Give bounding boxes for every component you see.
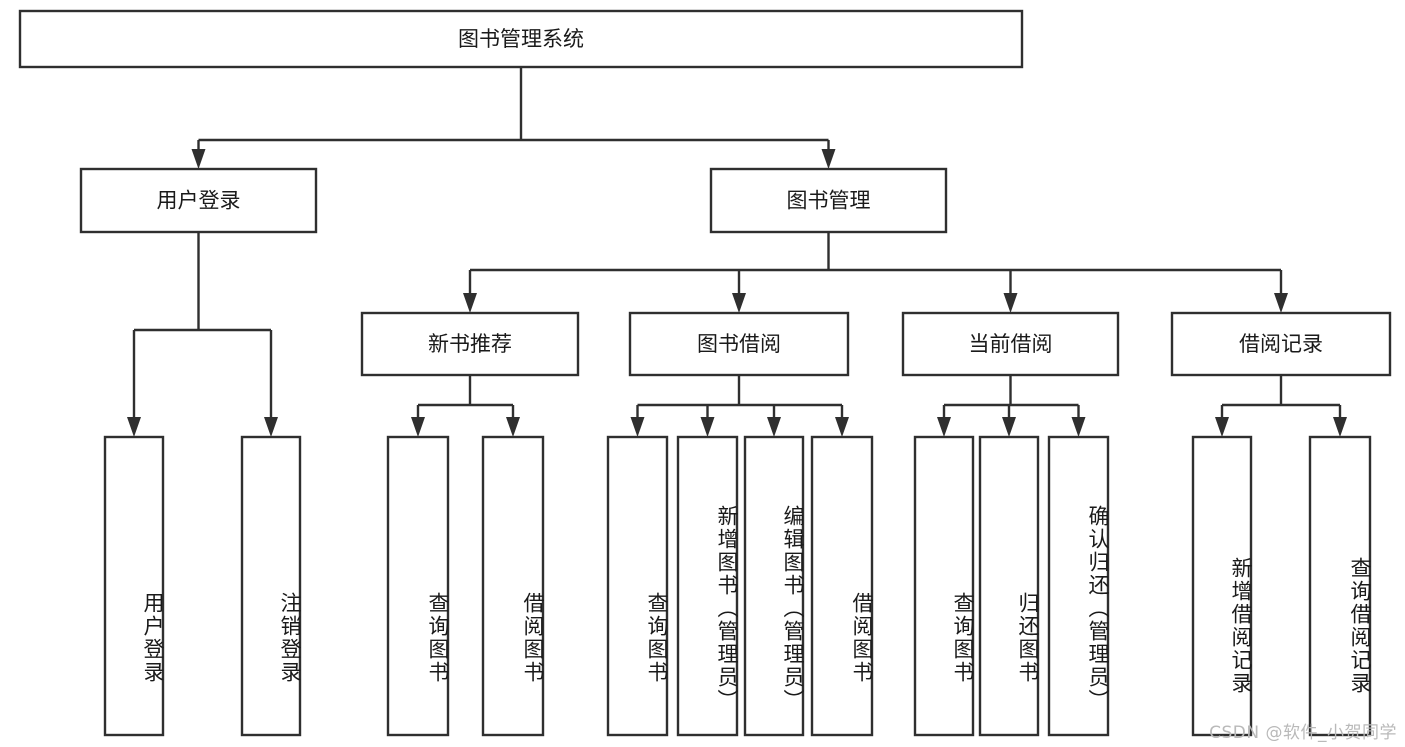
arrow-head-icon-leaf-add-book [700, 417, 715, 437]
arrow-head-icon-user-login [191, 149, 206, 169]
arrow-head-icon-book-borrow [732, 293, 746, 313]
arrow-head-icon-leaf-user-login [127, 417, 141, 437]
arrow-head-icon-leaf-query-record [1333, 417, 1347, 437]
node-label-current-borrow: 当前借阅 [969, 332, 1053, 356]
arrow-head-icon-new-book-rec [463, 293, 477, 313]
node-box-borrow-record[interactable] [1170, 311, 1392, 377]
node-label-book-borrow: 图书借阅 [697, 332, 781, 356]
node-box-new-book-rec[interactable] [360, 311, 580, 377]
node-box-leaf-query-book-2[interactable] [606, 435, 669, 737]
node-label-borrow-record: 借阅记录 [1239, 332, 1323, 356]
arrow-head-icon-borrow-record [1274, 293, 1288, 313]
arrow-head-icon-book-manage [821, 149, 836, 169]
arrow-head-icon-leaf-query-book-3 [937, 417, 951, 437]
arrow-head-icon-leaf-borrow-book-2 [835, 417, 849, 437]
node-label-root: 图书管理系统 [458, 27, 584, 51]
node-box-leaf-user-logout[interactable] [240, 435, 302, 737]
node-box-root[interactable] [18, 9, 1024, 69]
node-box-leaf-add-record[interactable] [1191, 435, 1253, 737]
node-box-leaf-query-record[interactable] [1308, 435, 1372, 737]
node-label-new-book-rec: 新书推荐 [428, 332, 512, 356]
arrow-head-icon-current-borrow [1003, 293, 1018, 313]
node-box-book-borrow[interactable] [628, 311, 850, 377]
node-box-leaf-query-book-1[interactable] [386, 435, 450, 737]
connectors-layer [127, 67, 1347, 437]
node-box-leaf-confirm-return[interactable] [1047, 435, 1110, 737]
boxes-layer [18, 9, 1392, 737]
node-box-leaf-add-book[interactable] [676, 435, 739, 737]
arrow-head-icon-leaf-edit-book [767, 417, 781, 437]
arrow-head-icon-leaf-confirm-return [1071, 417, 1086, 437]
node-label-user-login: 用户登录 [157, 189, 241, 213]
node-box-current-borrow[interactable] [901, 311, 1120, 377]
arrow-head-icon-leaf-query-book-2 [630, 417, 645, 437]
node-box-leaf-return-book[interactable] [978, 435, 1040, 737]
node-box-leaf-borrow-book-2[interactable] [810, 435, 874, 737]
node-box-leaf-borrow-book-1[interactable] [481, 435, 545, 737]
arrow-head-icon-leaf-borrow-book-1 [506, 417, 520, 437]
arrow-head-icon-leaf-add-record [1215, 417, 1229, 437]
watermark-text: CSDN @软件_小贺同学 [1209, 723, 1397, 743]
arrow-head-icon-leaf-user-logout [264, 417, 278, 437]
arrow-head-icon-leaf-return-book [1002, 417, 1016, 437]
node-box-leaf-edit-book[interactable] [743, 435, 805, 737]
node-box-book-manage[interactable] [709, 167, 948, 234]
node-box-leaf-user-login[interactable] [103, 435, 165, 737]
node-label-book-manage: 图书管理 [787, 189, 871, 213]
node-box-leaf-query-book-3[interactable] [913, 435, 975, 737]
node-box-user-login[interactable] [79, 167, 318, 234]
arrow-head-icon-leaf-query-book-1 [411, 417, 425, 437]
